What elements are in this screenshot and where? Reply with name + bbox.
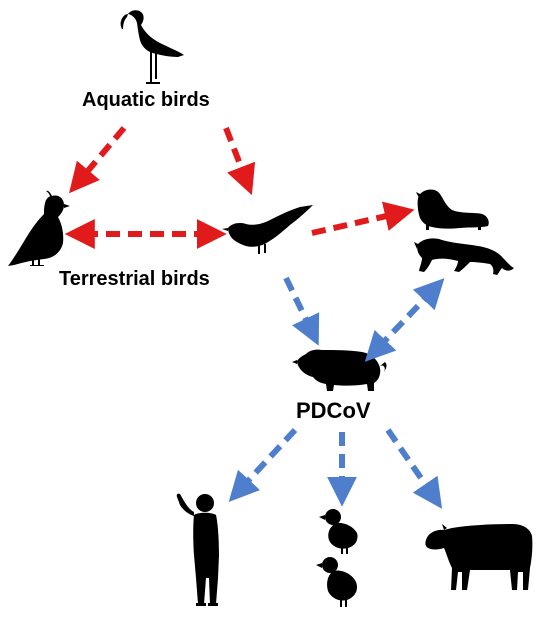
quail-icon <box>8 190 70 266</box>
arrow-pdcov-to-calf <box>385 428 443 509</box>
aquatic-birds-label: Aquatic birds <box>82 89 210 111</box>
chick-icon <box>319 509 358 554</box>
arrow-aquatic-to-sparrow <box>223 126 256 196</box>
chick-icon <box>316 557 357 607</box>
avian-transmission-arrows <box>64 126 415 249</box>
arrow-pig-leopard-cat <box>364 278 445 362</box>
terrestrial-birds-label: Terrestrial birds <box>59 268 210 290</box>
arrow-aquatic-to-quail <box>69 126 127 194</box>
arrow-sparrow-to-pig <box>283 276 320 346</box>
arrow-sparrow-to-ferret <box>311 201 415 236</box>
ibis-icon <box>120 10 184 84</box>
sparrow-icon <box>222 205 313 254</box>
leopard-cat-icon <box>414 238 514 275</box>
calf-icon <box>425 524 533 590</box>
ferret-icon <box>416 189 489 230</box>
pdcov-label: PDCoV <box>296 398 371 423</box>
pig-icon <box>292 349 387 391</box>
human-icon <box>176 493 219 606</box>
arrow-pdcov-to-human <box>228 427 298 502</box>
mammal-transmission-arrows <box>228 276 445 509</box>
